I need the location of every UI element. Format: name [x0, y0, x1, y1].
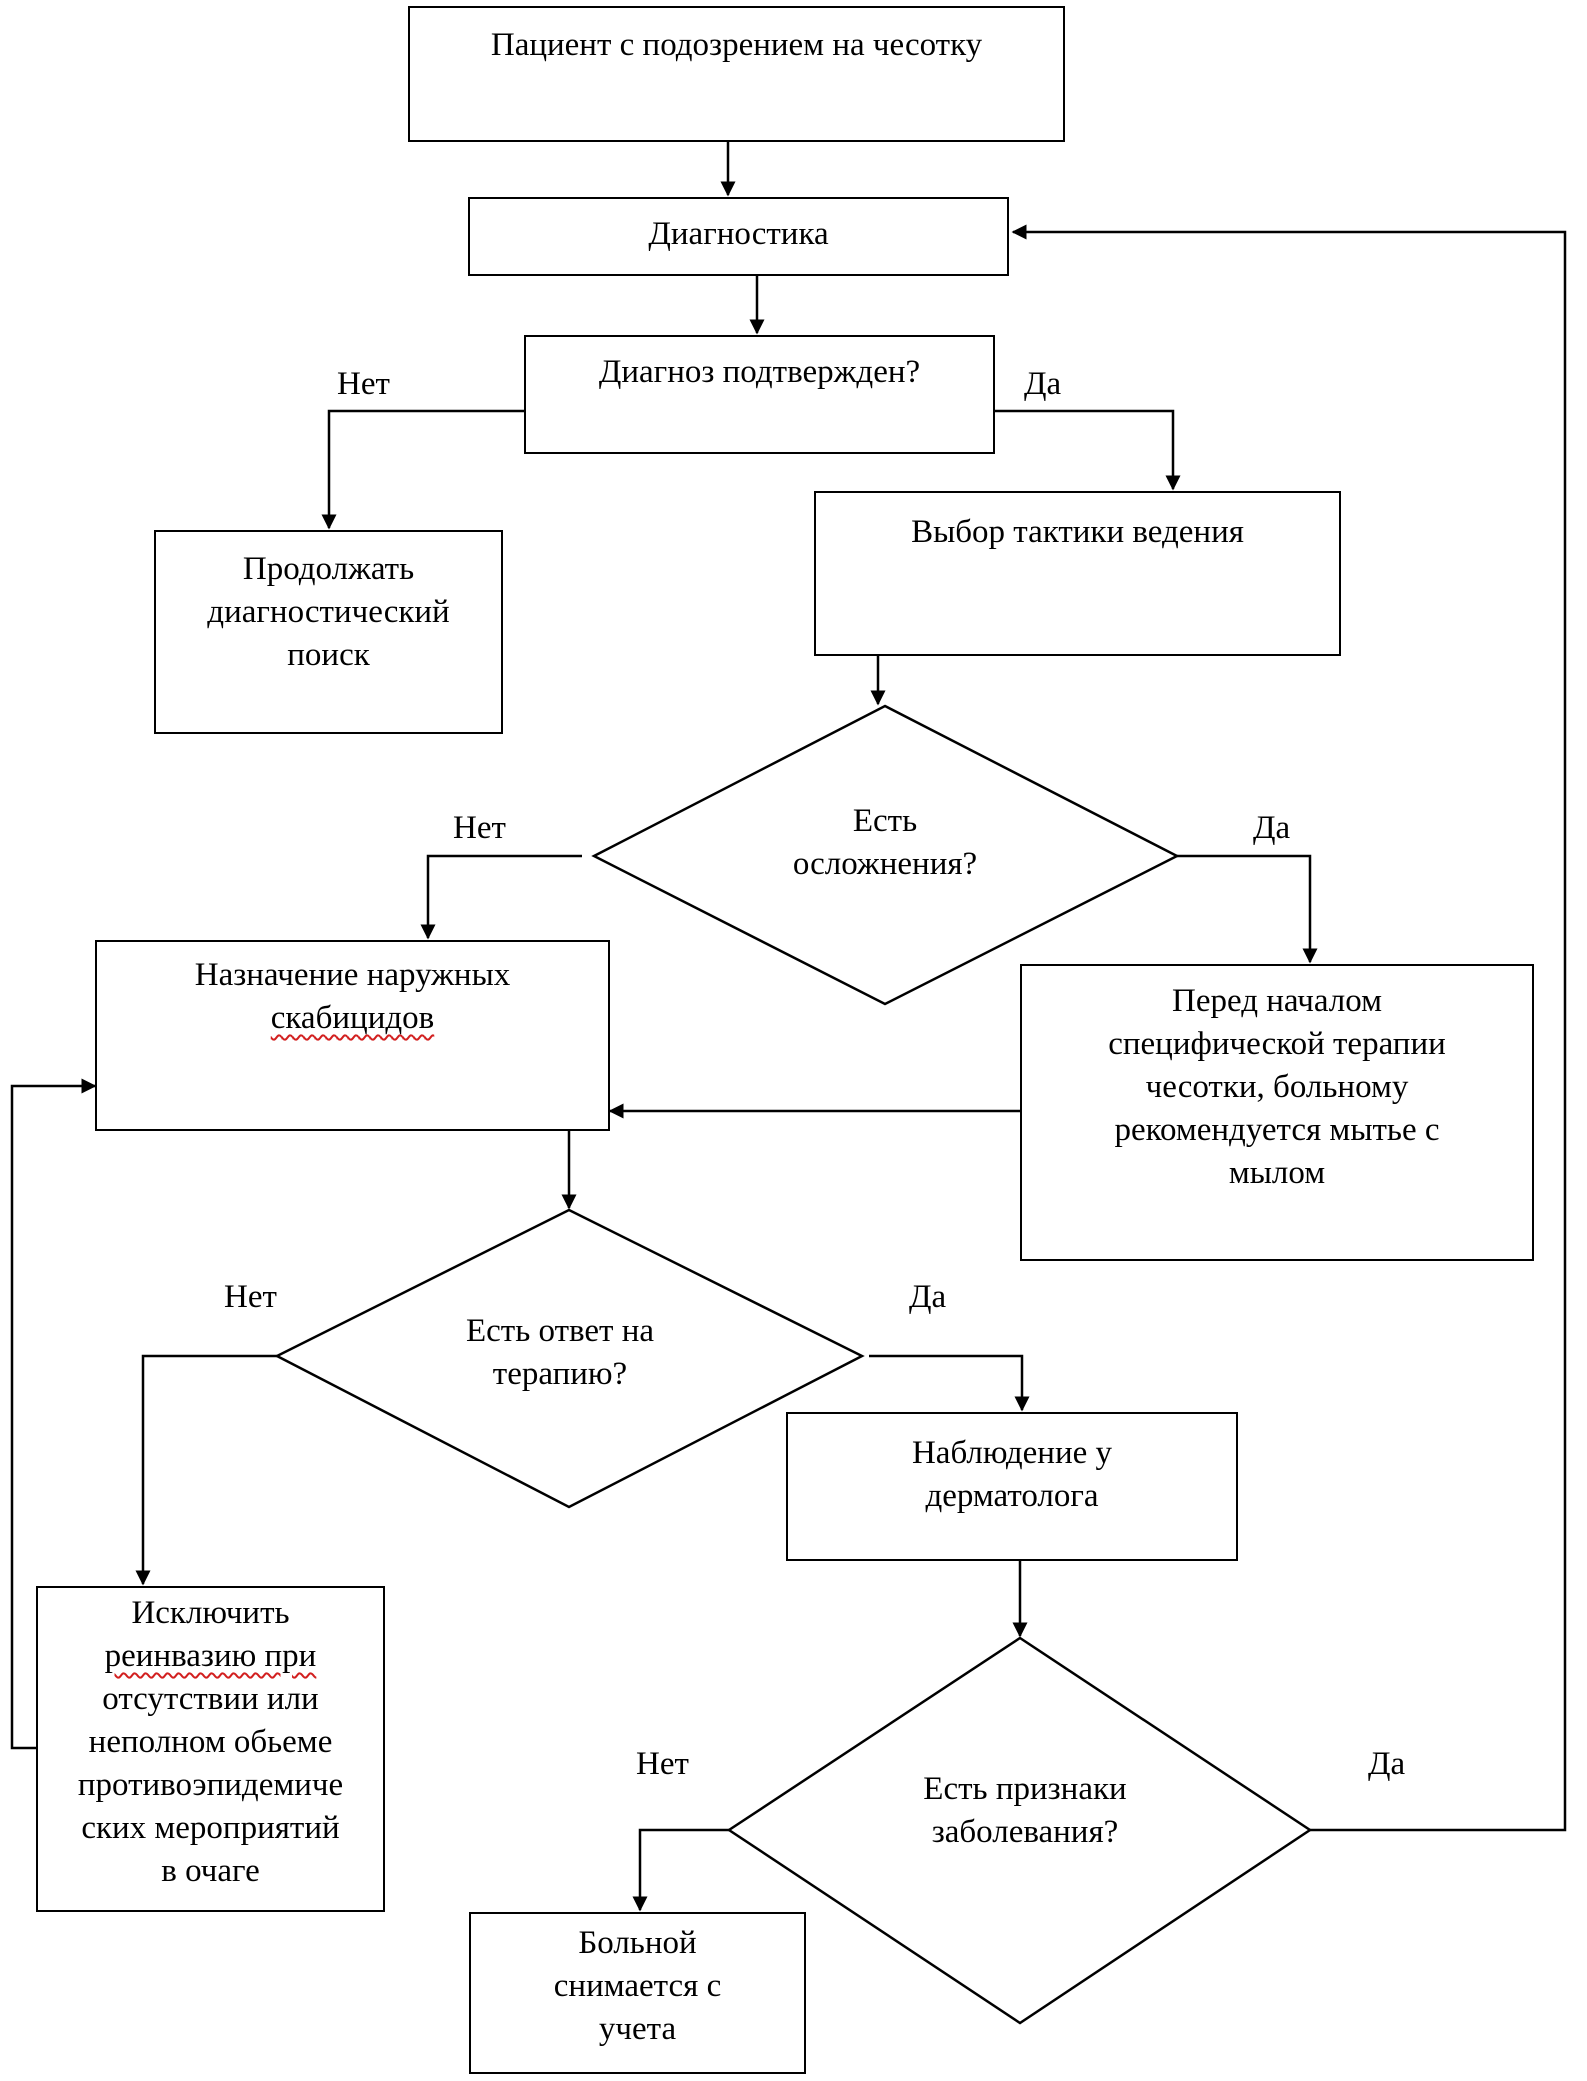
edge-label-diagnosis-yes: Да [1024, 366, 1062, 402]
node-exclude-reinvasion-line-7: в очаге [161, 1853, 260, 1889]
node-start: Пациент с подозрением на чесотку [408, 6, 1065, 142]
edge-label-complications-no: Нет [453, 810, 506, 846]
edge-label-therapy-no: Нет [224, 1279, 277, 1315]
node-exclude-reinvasion: Исключить реинвазию при отсутствии или н… [36, 1586, 385, 1912]
decision-therapy-response-shape [274, 1208, 865, 1509]
node-exclude-reinvasion-line-3: отсутствии или [102, 1681, 319, 1717]
arrow-therapy-no-to-exclude-reinvasion [135, 1354, 277, 1586]
node-choose-tactics: Выбор тактики ведения [814, 491, 1341, 656]
node-pre-therapy-wash-line-1: Перед началом [1172, 983, 1382, 1019]
node-exclude-reinvasion-line-5: противоэпидемиче [77, 1767, 344, 1803]
arrow-signs-yes-loop-to-diagnostics [1011, 224, 1567, 1832]
arrow-diagnosis-no-to-continue-search [321, 409, 524, 530]
node-continue-search-line-3: поиск [287, 637, 370, 673]
decision-therapy-response-text: Есть ответ на терапию? [380, 1310, 740, 1396]
node-diagnosis-confirmed-line-1: Диагноз подтвержден? [598, 354, 921, 390]
edge-label-signs-yes: Да [1368, 1746, 1406, 1782]
node-external-scabicides-line-1: Назначение наружных [194, 957, 511, 993]
decision-disease-signs-line-2: заболевания? [931, 1814, 1119, 1850]
edge-label-therapy-yes: Да [909, 1279, 947, 1315]
decision-complications-line-1: Есть [852, 803, 918, 839]
node-exclude-reinvasion-line-2: реинвазию при [104, 1638, 317, 1674]
decision-complications-line-2: осложнения? [792, 846, 978, 882]
arrow-therapy-yes-to-observation [869, 1354, 1030, 1412]
node-continue-search-line-2: диагностический [207, 594, 450, 630]
node-pre-therapy-wash-line-4: рекомендуется мытье с [1114, 1112, 1440, 1148]
edge-label-complications-yes: Да [1253, 810, 1291, 846]
arrow-reinvasion-loop-to-scabicides [10, 1078, 97, 1750]
decision-disease-signs-text: Есть признаки заболевания? [835, 1768, 1215, 1854]
decision-disease-signs-shape [726, 1636, 1313, 2025]
arrow-signs-no-to-deregistered [632, 1828, 729, 1912]
node-exclude-reinvasion-line-6: ских мероприятий [81, 1810, 340, 1846]
node-pre-therapy-wash-line-3: чесотки, больному [1145, 1069, 1409, 1105]
decision-therapy-response-line-1: Есть ответ на [465, 1313, 655, 1349]
node-deregistered-line-2: снимается с [553, 1968, 722, 2004]
node-exclude-reinvasion-line-4: неполном обьеме [88, 1724, 333, 1760]
node-continue-search-line-1: Продолжать [242, 551, 415, 587]
node-dermatologist-observation: Наблюдение у дерматолога [786, 1412, 1238, 1561]
node-external-scabicides: Назначение наружных скабицидов [95, 940, 610, 1131]
node-choose-tactics-line-1: Выбор тактики ведения [911, 514, 1244, 550]
node-exclude-reinvasion-line-1: Исключить [131, 1595, 290, 1631]
edge-label-signs-no: Нет [636, 1746, 689, 1782]
node-pre-therapy-wash-line-2: специфической терапии [1108, 1026, 1446, 1062]
node-pre-therapy-wash-line-5: мылом [1228, 1155, 1326, 1191]
node-external-scabicides-line-2: скабицидов [270, 1000, 435, 1036]
arrow-complications-yes-to-wash [1177, 854, 1318, 964]
node-dermatologist-observation-line-2: дерматолога [925, 1478, 1099, 1514]
decision-complications-shape [591, 704, 1180, 1006]
node-diagnostics-line-1: Диагностика [648, 216, 829, 252]
node-deregistered-line-1: Больной [578, 1925, 697, 1961]
decision-therapy-response-line-2: терапию? [492, 1356, 628, 1392]
node-pre-therapy-wash: Перед началом специфической терапии чесо… [1020, 964, 1534, 1261]
node-deregistered-line-3: учета [598, 2011, 677, 2047]
node-diagnosis-confirmed: Диагноз подтвержден? [524, 335, 995, 454]
node-start-line-1: Пациент с подозрением на чесотку [490, 27, 983, 63]
node-deregistered: Больной снимается с учета [469, 1912, 806, 2074]
node-diagnostics: Диагностика [468, 197, 1009, 276]
arrow-complications-no-to-scabicides [420, 854, 582, 940]
decision-complications-text: Есть осложнения? [715, 800, 1055, 886]
edge-label-diagnosis-no: Нет [337, 366, 390, 402]
decision-disease-signs-line-1: Есть признаки [923, 1771, 1127, 1807]
node-dermatologist-observation-line-1: Наблюдение у [911, 1435, 1113, 1471]
arrow-diagnosis-yes-to-choose-tactics [995, 409, 1181, 491]
node-continue-search: Продолжать диагностический поиск [154, 530, 503, 734]
